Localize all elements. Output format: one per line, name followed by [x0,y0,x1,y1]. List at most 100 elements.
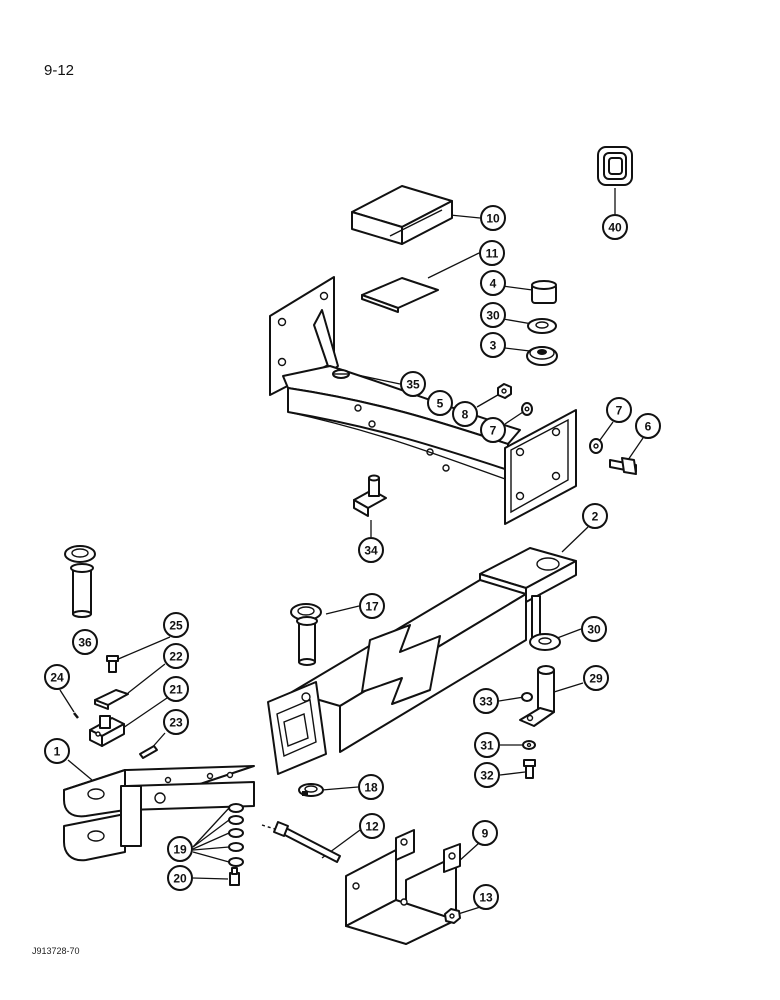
callout-circle [480,332,506,358]
part-10-cover [351,185,453,245]
callout-circle [583,665,609,691]
callout-label: 8 [462,408,469,422]
callout-c22: 22 [163,643,189,669]
callout-c7a: 7 [480,417,506,443]
callout-circle [358,774,384,800]
callout-c7b: 7 [606,397,632,423]
callout-c17: 17 [359,593,385,619]
callout-label: 24 [50,671,64,685]
part-5-frame-beam [269,276,577,525]
part-29-pin [519,665,555,727]
callout-circle [44,664,70,690]
callout-c3: 3 [480,332,506,358]
callout-c30a: 30 [480,302,506,328]
part-13-nut [444,908,461,924]
callout-circle [358,537,384,563]
callout-label: 2 [592,510,599,524]
callout-c21: 21 [163,676,189,702]
callout-label: 25 [169,619,183,633]
callout-c9: 9 [472,820,498,846]
callout-label: 7 [616,404,623,418]
callout-circle [163,709,189,735]
part-35-clip [332,369,350,379]
part-30-washer-upper [527,318,557,334]
part-12-long-bolt [261,821,341,863]
callout-circle [359,593,385,619]
callout-circle [479,240,505,266]
callout-label: 23 [169,716,183,730]
part-23-pin [139,745,158,759]
part-9-u-bracket [345,829,461,945]
callout-label: 30 [587,623,601,637]
part-22-plate [94,689,129,710]
callout-c2: 2 [582,503,608,529]
figure-code: J913728-70 [32,946,80,956]
callout-label: 31 [480,739,494,753]
callout-c12: 12 [359,813,385,839]
part-11-pad [361,277,439,313]
callout-circle [167,865,193,891]
callout-label: 6 [645,420,652,434]
callout-c32: 32 [474,762,500,788]
callout-c19: 19 [167,836,193,862]
callout-c23: 23 [163,709,189,735]
part-18-clamp [298,783,324,797]
callout-c20: 20 [167,865,193,891]
callout-c10: 10 [480,205,506,231]
callout-c4: 4 [480,270,506,296]
callout-circle [635,413,661,439]
callout-label: 12 [365,820,379,834]
callout-circle [480,302,506,328]
callout-c13: 13 [473,884,499,910]
part-32-bolt [523,759,536,779]
callout-circle [474,762,500,788]
callout-c25: 25 [163,612,189,638]
callout-c35: 35 [400,371,426,397]
callout-circle [163,643,189,669]
part-17-hitch-pin [290,603,322,666]
callout-label: 17 [365,600,379,614]
part-25-bolt [106,655,119,673]
callout-circle [602,214,628,240]
callout-label: 4 [490,277,497,291]
part-8-nut [497,383,512,399]
callout-c30b: 30 [581,616,607,642]
part-3-bearing [526,346,558,366]
callout-label: 20 [173,872,187,886]
part-4-bushing [531,280,557,304]
callout-label: 13 [479,891,493,905]
callout-c11: 11 [479,240,505,266]
callout-circle [400,371,426,397]
part-7-washer-b [589,438,603,454]
part-36-hitch-pin [64,545,96,618]
part-7-washer-a [521,402,533,416]
callout-label: 36 [78,636,92,650]
callout-label: 11 [486,247,499,261]
callout-group: 4010114303355877634236173025222421293323… [44,205,661,910]
callout-label: 40 [608,221,622,235]
callout-label: 32 [480,769,494,783]
callout-c29: 29 [583,665,609,691]
callout-circle [480,417,506,443]
callout-label: 18 [364,781,378,795]
callout-circle [480,270,506,296]
callout-c18: 18 [358,774,384,800]
callout-c31: 31 [474,732,500,758]
callout-c33: 33 [473,688,499,714]
callout-circle [167,836,193,862]
callout-label: 22 [169,650,183,664]
callout-circle [359,813,385,839]
callout-label: 7 [490,424,497,438]
callout-c24: 24 [44,664,70,690]
callout-label: 5 [437,397,444,411]
callout-c1: 1 [44,738,70,764]
part-6-bolt [609,457,637,475]
callout-circle [44,738,70,764]
callout-circle [473,688,499,714]
callout-label: 19 [173,843,187,857]
part-2-drawbar-tongue [267,547,577,775]
callout-circle [472,820,498,846]
callout-c8: 8 [452,401,478,427]
part-19-washers [228,803,244,867]
callout-circle [473,884,499,910]
